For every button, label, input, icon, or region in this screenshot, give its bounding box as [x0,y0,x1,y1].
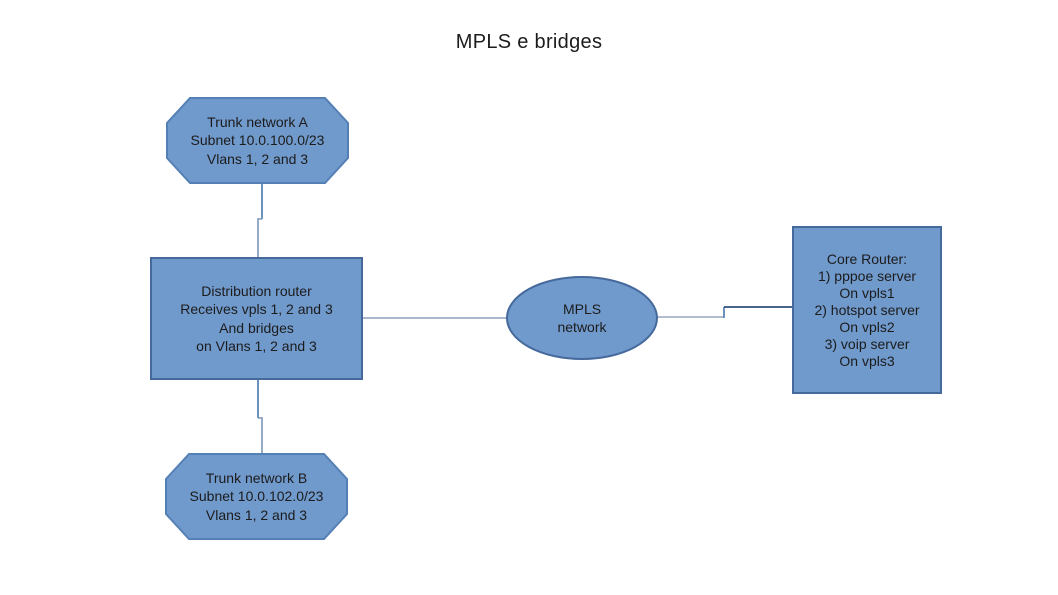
core-router-shape [792,226,942,394]
connector-trunka-distrouter [257,183,263,258]
mpls-network-shape [506,276,658,360]
connector-distrouter-trunkb [257,379,263,454]
connector-mpls-corerouter [656,306,793,318]
trunk-network-b-shape [165,453,348,540]
distribution-router-shape [150,257,363,380]
trunk-network-a-shape [166,97,349,184]
diagram-title: MPLS e bridges [455,31,603,53]
